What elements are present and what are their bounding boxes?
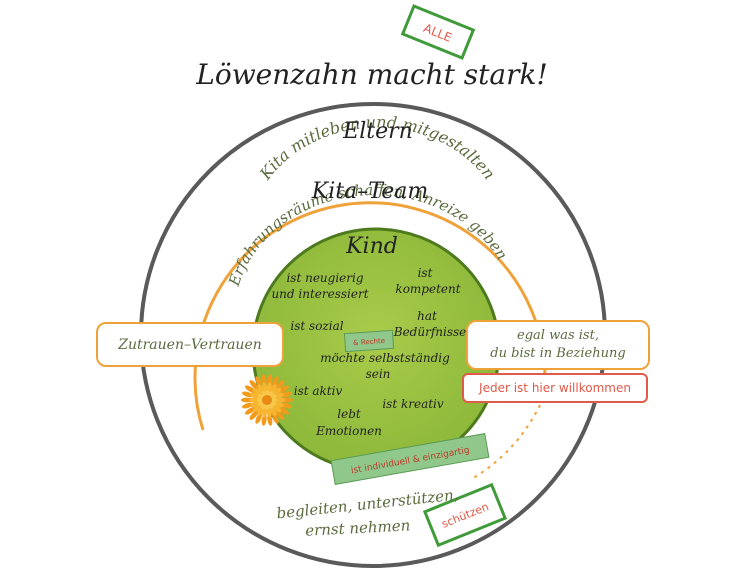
box-beziehung-line-2: du bist in Beziehung: [490, 346, 626, 361]
trait-lebt: lebt: [337, 407, 361, 421]
trait-interessiert: und interessiert: [271, 287, 368, 301]
box-willkommen-text: Jeder ist hier willkommen: [479, 381, 631, 395]
trait-kompetent: kompetent: [395, 282, 460, 296]
team-ring-orange-dash: [469, 404, 541, 481]
box-beziehung: egal was ist, du bist in Beziehung: [466, 320, 650, 370]
trait-hat: hat: [417, 309, 437, 323]
stamp-schuetzen: schützen: [422, 482, 508, 548]
trait-beduerfnisse: Bedürfnisse: [393, 325, 467, 339]
bottom-line-2: ernst nehmen: [305, 516, 411, 539]
trait-aktiv: ist aktiv: [294, 384, 343, 398]
trait-emotionen: Emotionen: [315, 424, 382, 438]
trait-sein: sein: [366, 367, 391, 381]
trait-sozial: ist sozial: [290, 319, 343, 333]
trait-ist: ist: [418, 266, 433, 280]
trait-selbststaendig: möchte selbstständig: [320, 351, 450, 365]
box-zutrauen-text: Zutrauen–Vertrauen: [118, 336, 262, 353]
sticker-rechte: & Rechte: [343, 329, 395, 353]
box-beziehung-line-1: egal was ist,: [517, 328, 599, 343]
eltern-label: Eltern: [342, 119, 413, 144]
team-label: Kita–Team: [311, 179, 428, 204]
trait-kreativ: ist kreativ: [382, 397, 444, 411]
kind-label: Kind: [345, 234, 398, 259]
box-zutrauen-vertrauen: Zutrauen–Vertrauen: [96, 322, 284, 367]
trait-neugierig: ist neugierig: [286, 271, 363, 285]
box-willkommen: Jeder ist hier willkommen: [462, 373, 648, 403]
page-title: Löwenzahn macht stark!: [195, 58, 547, 91]
sticker-rechte-text: & Rechte: [353, 337, 385, 347]
dandelion-icon: [241, 374, 293, 426]
stamp-alle: ALLE: [400, 4, 476, 60]
